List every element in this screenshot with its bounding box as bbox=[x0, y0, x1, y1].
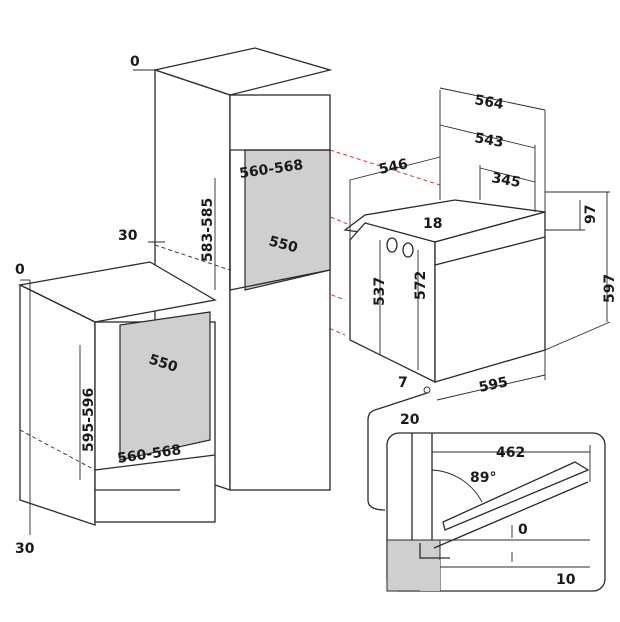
oven-front-offset-label: 20 bbox=[400, 412, 420, 428]
base-top-offset-label: 0 bbox=[15, 262, 25, 278]
door-detail bbox=[367, 392, 606, 592]
oven-width-label: 595 bbox=[478, 374, 510, 396]
door-clearance-top-label: 0 bbox=[518, 522, 528, 538]
vent-icon bbox=[402, 242, 414, 258]
door-clearance-bottom-label: 10 bbox=[556, 572, 576, 588]
oven-bottom-gap-label: 7 bbox=[398, 375, 408, 391]
oven-height-572-label: 572 bbox=[413, 271, 429, 300]
tall-top-offset-label: 0 bbox=[130, 54, 140, 70]
oven-panel-height-label: 97 bbox=[583, 205, 599, 224]
oven-depth-546-label: 546 bbox=[378, 156, 410, 178]
base-bottom-offset-label: 30 bbox=[15, 541, 35, 557]
door-depth-label: 462 bbox=[496, 445, 525, 461]
oven-depth-564-label: 564 bbox=[473, 92, 505, 113]
oven-depth-345-label: 345 bbox=[490, 170, 522, 191]
oven-top-gap-label: 18 bbox=[423, 216, 442, 232]
oven-height-537-label: 537 bbox=[372, 277, 388, 306]
base-niche-height-label: 595-596 bbox=[81, 388, 97, 452]
tall-bottom-offset-label: 30 bbox=[118, 228, 138, 244]
tall-niche-depth-label: 550 bbox=[267, 233, 300, 256]
oven-height-597-label: 597 bbox=[602, 274, 618, 303]
door-angle-label: 89° bbox=[470, 470, 496, 486]
oven-body bbox=[343, 87, 611, 401]
oven-depth-543-label: 543 bbox=[473, 130, 505, 151]
vent-icon bbox=[386, 237, 398, 253]
base-cabinet bbox=[17, 261, 217, 535]
tall-niche-height-label: 583-585 bbox=[200, 198, 216, 262]
